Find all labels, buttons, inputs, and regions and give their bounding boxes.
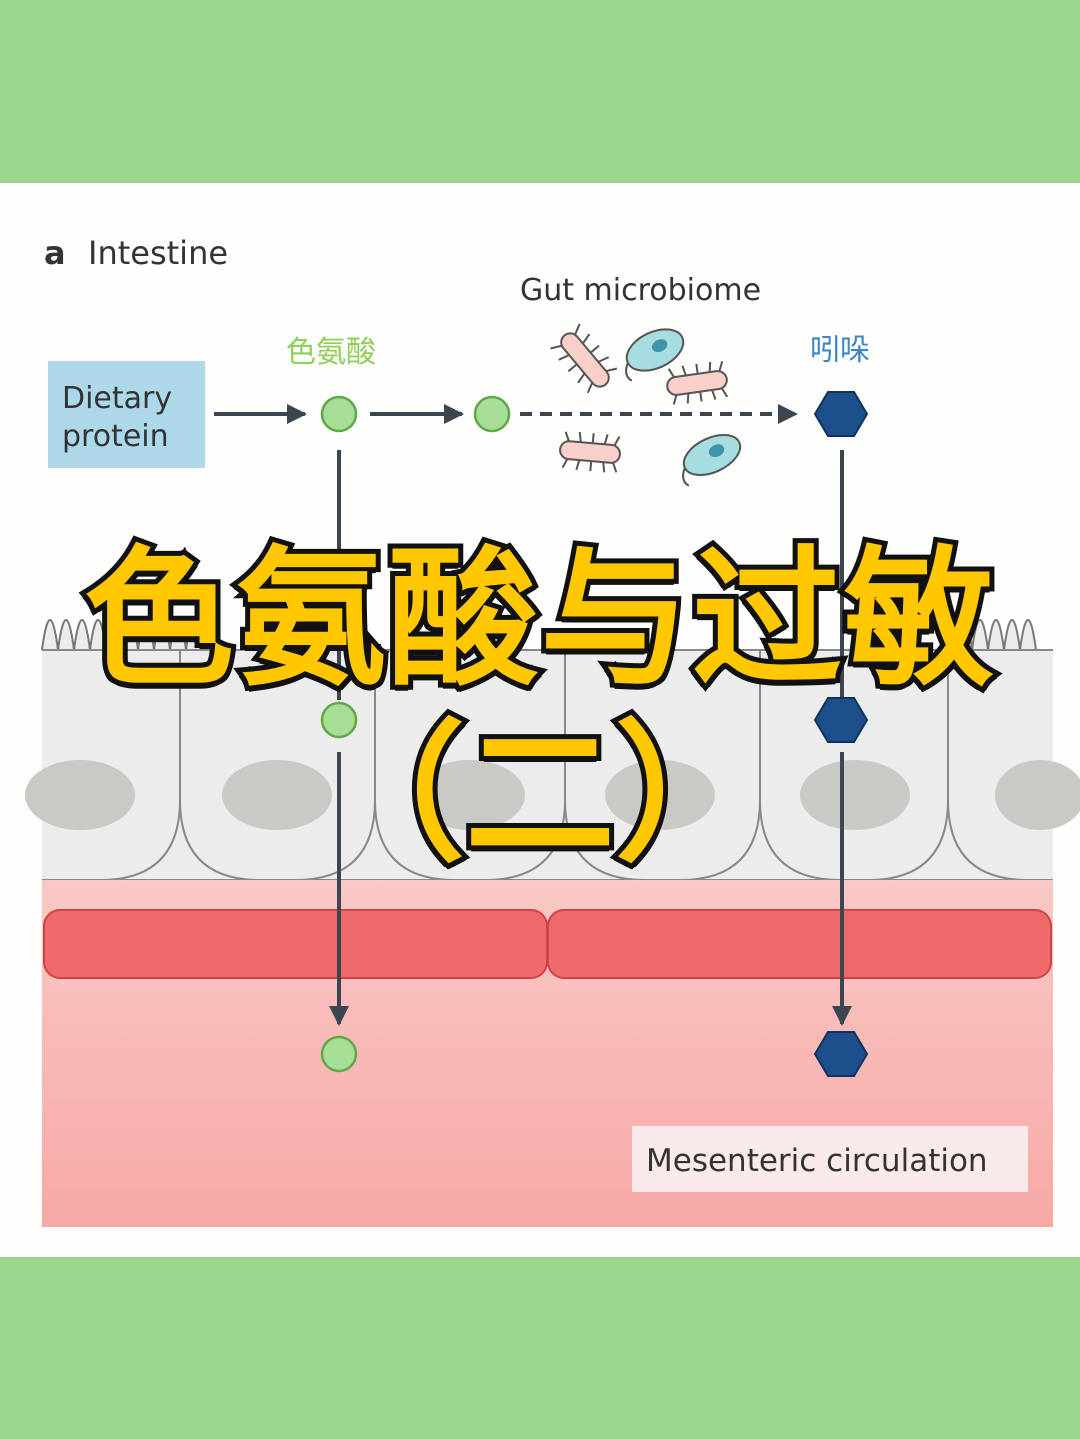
tryptophan-circle-icon xyxy=(473,395,511,433)
panel-title: Intestine xyxy=(88,234,228,272)
microbiome-label: Gut microbiome xyxy=(520,273,761,308)
tryptophan-circle-icon xyxy=(320,701,358,739)
epithelium xyxy=(25,619,1080,881)
dietary-protein-box xyxy=(48,361,205,468)
protozoan-icon xyxy=(682,434,742,487)
cover-title: 色氨酸与过敏 （二） xyxy=(0,525,1080,905)
tryptophan-circle-icon xyxy=(320,395,358,433)
dietary-label-line1: Dietary xyxy=(62,381,172,416)
tryptophan-circle-icon xyxy=(320,1035,358,1073)
indole-label: 吲哚 xyxy=(810,333,870,368)
protozoan-icon xyxy=(625,328,685,382)
bottom-green-band xyxy=(0,1257,1080,1439)
panel-label: a xyxy=(44,234,66,272)
bacterium-rod-icon xyxy=(559,431,621,473)
circulation-label: Mesenteric circulation xyxy=(646,1143,988,1179)
indole-hexagon-icon xyxy=(813,391,869,437)
dietary-label-line2: protein xyxy=(62,419,169,454)
indole-hexagon-icon xyxy=(813,697,869,743)
top-green-band xyxy=(0,0,1080,183)
blood-vessel xyxy=(547,909,1052,979)
bacterium-rod-icon xyxy=(550,323,618,394)
bacterium-rod-icon xyxy=(666,361,729,405)
title-line-1: 色氨酸与过敏 xyxy=(79,530,999,710)
indole-hexagon-icon xyxy=(813,1031,869,1077)
title-line-2: （二） xyxy=(310,705,770,885)
circulation-label-box xyxy=(632,1126,1028,1192)
tryptophan-label: 色氨酸 xyxy=(286,335,376,370)
blood-vessel xyxy=(43,909,548,979)
